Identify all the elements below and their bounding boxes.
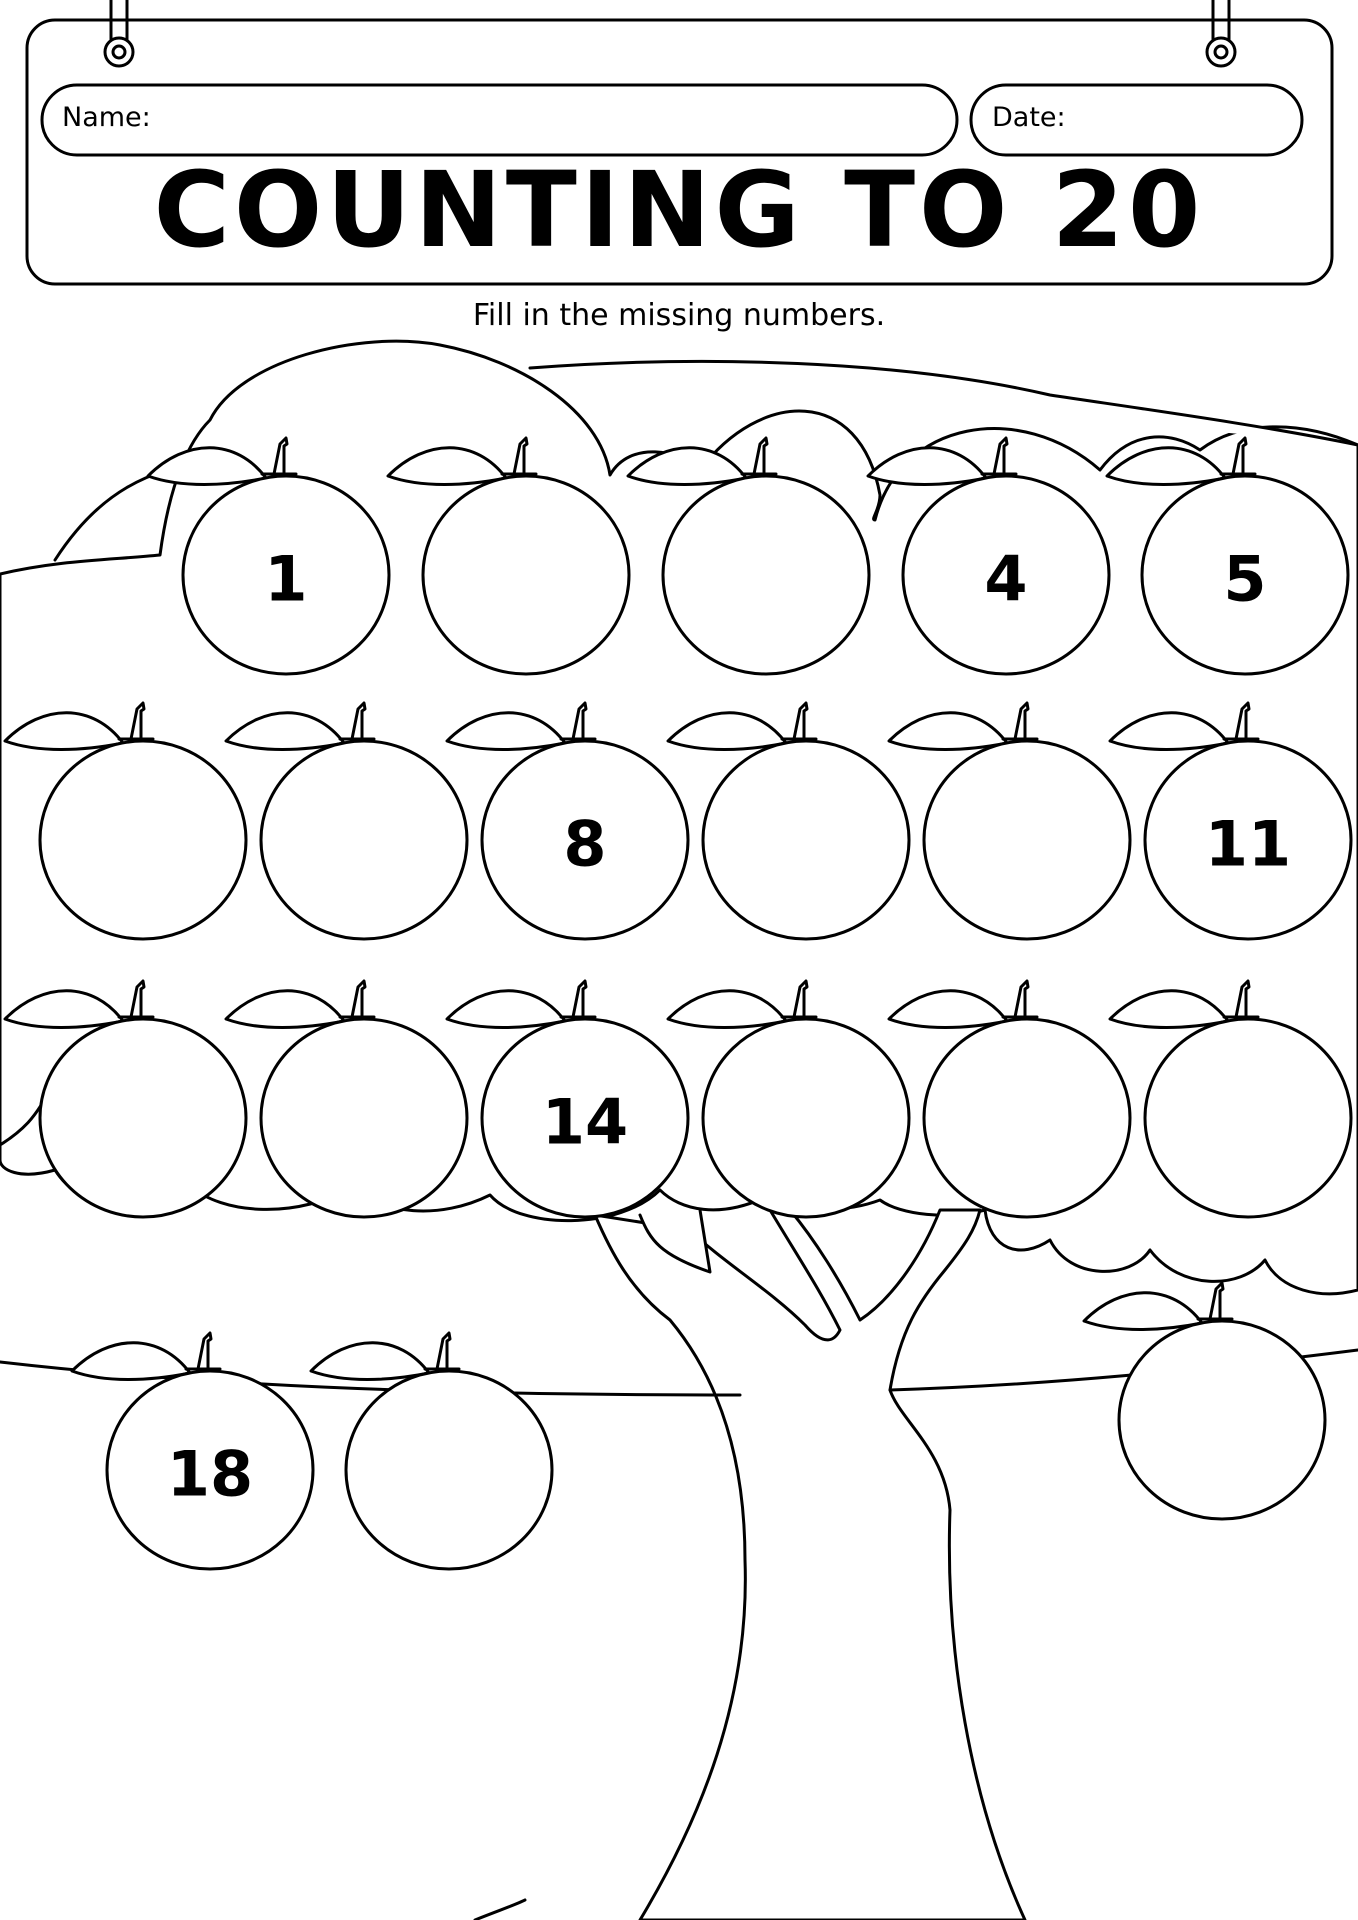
stem-icon — [196, 1331, 213, 1371]
orange-icon — [922, 739, 1132, 941]
leaf-icon — [3, 711, 125, 751]
orange-icon — [421, 474, 631, 676]
orange-icon — [181, 474, 391, 676]
orange-icon — [661, 474, 871, 676]
orange-number: 1 — [264, 543, 307, 616]
leaf-icon — [866, 446, 988, 486]
date-label: Date: — [992, 102, 1066, 133]
orange-17[interactable] — [1108, 979, 1353, 1219]
leaf-icon — [887, 989, 1009, 1029]
date-field-box[interactable] — [969, 83, 1304, 157]
orange-12[interactable] — [3, 979, 248, 1219]
leaf-icon — [445, 711, 567, 751]
orange-icon — [901, 474, 1111, 676]
orange-icon — [259, 1017, 469, 1219]
orange-icon — [1140, 474, 1350, 676]
orange-9[interactable] — [666, 701, 911, 941]
leaf-icon — [1082, 1291, 1204, 1331]
leaf-icon — [1105, 446, 1227, 486]
stem-icon — [1208, 1281, 1225, 1321]
orange-6[interactable] — [3, 701, 248, 941]
orange-18: 18 — [70, 1331, 315, 1571]
orange-4: 4 — [866, 436, 1111, 676]
orange-icon — [922, 1017, 1132, 1219]
orange-number: 14 — [542, 1086, 628, 1159]
leaf-icon — [224, 711, 346, 751]
leaf-icon — [146, 446, 268, 486]
orange-10[interactable] — [887, 701, 1132, 941]
orange-1: 1 — [146, 436, 391, 676]
orange-icon — [480, 1017, 690, 1219]
orange-14: 14 — [445, 979, 690, 1219]
orange-icon — [105, 1369, 315, 1571]
orange-11: 11 — [1108, 701, 1353, 941]
orange-icon — [1117, 1319, 1327, 1521]
hanger-rings — [103, 0, 1237, 68]
leaf-icon — [666, 989, 788, 1029]
orange-15[interactable] — [666, 979, 911, 1219]
leaf-icon — [445, 989, 567, 1029]
leaf-icon — [386, 446, 508, 486]
orange-icon — [480, 739, 690, 941]
leaf-icon — [1108, 989, 1230, 1029]
orange-icon — [38, 1017, 248, 1219]
orange-20[interactable] — [1082, 1281, 1327, 1521]
orange-icon — [344, 1369, 554, 1571]
leaf-icon — [1108, 711, 1230, 751]
leaf-icon — [309, 1341, 431, 1381]
name-label: Name: — [62, 102, 151, 133]
leaf-icon — [70, 1341, 192, 1381]
orange-icon — [1143, 1017, 1353, 1219]
leaf-icon — [626, 446, 748, 486]
orange-19[interactable] — [309, 1331, 554, 1571]
leaf-icon — [887, 711, 1009, 751]
orange-5: 5 — [1105, 436, 1350, 676]
orange-number: 8 — [563, 808, 606, 881]
orange-8: 8 — [445, 701, 690, 941]
page-title: COUNTING TO 20 — [153, 149, 1205, 271]
orange-7[interactable] — [224, 701, 469, 941]
orange-icon — [38, 739, 248, 941]
orange-3[interactable] — [626, 436, 871, 676]
instruction-text: Fill in the missing numbers. — [472, 298, 886, 333]
name-field-box[interactable] — [40, 83, 959, 157]
orange-icon — [1143, 739, 1353, 941]
orange-icon — [701, 1017, 911, 1219]
orange-icon — [259, 739, 469, 941]
header-board — [25, 18, 1334, 286]
orange-number: 11 — [1205, 808, 1291, 881]
orange-number: 5 — [1223, 543, 1266, 616]
orange-number: 4 — [984, 543, 1027, 616]
leaf-icon — [224, 989, 346, 1029]
orange-icon — [701, 739, 911, 941]
leaf-icon — [666, 711, 788, 751]
orange-13[interactable] — [224, 979, 469, 1219]
orange-number: 18 — [167, 1438, 253, 1511]
orange-2[interactable] — [386, 436, 631, 676]
stem-icon — [435, 1331, 452, 1371]
orange-16[interactable] — [887, 979, 1132, 1219]
leaf-icon — [3, 989, 125, 1029]
